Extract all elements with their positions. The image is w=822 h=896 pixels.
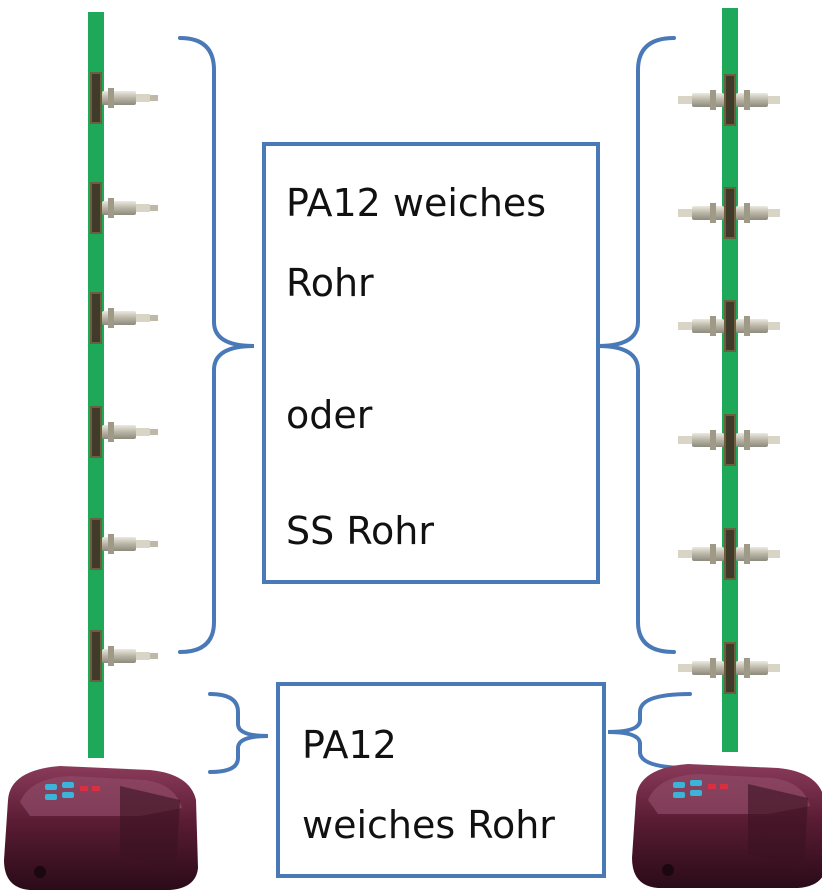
lower-box-line-2: weiches Rohr [302, 803, 555, 847]
upper-box-line-3: oder [286, 393, 373, 437]
device-left [4, 766, 198, 890]
lower-box-line-1: PA12 [302, 723, 397, 767]
device-right [632, 764, 822, 888]
brace-left-upper [178, 36, 255, 654]
upper-box-line-4: SS Rohr [286, 509, 434, 553]
upper-box-line-1: PA12 weiches [286, 181, 547, 225]
label-box-lower-tubes [276, 682, 606, 878]
brace-right-upper [597, 36, 676, 654]
brace-left-lower [208, 692, 269, 774]
label-box-upper-tubes [262, 142, 600, 584]
upper-box-line-2: Rohr [286, 261, 374, 305]
brace-right-lower [607, 692, 692, 770]
